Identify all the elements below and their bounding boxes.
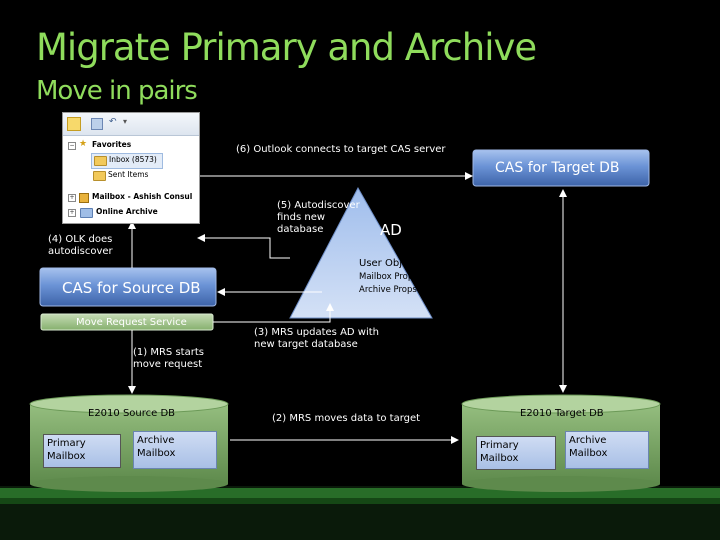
source-db-title: E2010 Source DB [88,408,176,419]
expand-icon[interactable]: + [68,194,76,202]
cas-source-box [39,267,217,307]
target-db-title: E2010 Target DB [520,408,604,419]
folder-favorites[interactable]: − ★ Favorites [68,139,132,150]
target-primary-mailbox: Primary Mailbox [476,436,556,470]
move-request-service-label: Move Request Service [76,317,187,328]
footer-stripe [0,488,720,498]
mailbox-props-label: Mailbox Props [359,272,418,282]
folder-icon [94,156,107,166]
folder-icon [93,171,106,181]
star-icon: ★ [79,139,88,149]
step1-label: (1) MRS starts move request [133,347,204,370]
arrow-step3 [213,303,334,323]
ad-label: AD [380,221,402,239]
slide-subtitle: Move in pairs [36,76,198,106]
step3-label: (3) MRS updates AD with new target datab… [254,327,380,350]
slide-title: Migrate Primary and Archive [36,26,537,69]
source-primary-mailbox: Primary Mailbox [43,434,121,468]
target-archive-mailbox: Archive Mailbox [565,431,649,469]
ad-triangle [289,186,433,319]
step5-label: (5) Autodiscover finds new database [277,200,360,235]
arrow-step5 [197,234,290,259]
collapse-icon[interactable]: − [68,142,76,150]
chevron-down-icon[interactable]: ▾ [123,117,128,126]
mailbox-icon [79,193,89,203]
cas-target-label: CAS for Target DB [495,160,620,176]
folder-list-icon[interactable] [91,118,103,130]
folder-sent-items[interactable]: Sent Items [91,169,181,183]
user-object-label: User Object [359,258,418,269]
cas-target-box [472,149,650,187]
outlook-folder-pane: ↶ ▾ − ★ Favorites Inbox (8573) Sent Item… [62,112,200,224]
archive-folder-icon [80,208,93,218]
cas-source-label: CAS for Source DB [62,279,201,297]
folder-mailbox[interactable]: + Mailbox - Ashish Consul [68,192,193,203]
source-archive-mailbox: Archive Mailbox [133,431,217,469]
archive-props-label: Archive Props [359,285,417,295]
folder-inbox[interactable]: Inbox (8573) [91,153,163,169]
undo-icon[interactable]: ↶ [109,117,117,127]
step2-label: (2) MRS moves data to target [272,413,421,424]
outlook-toolbar: ↶ ▾ [63,113,199,136]
step6-label: (6) Outlook connects to target CAS serve… [236,144,446,155]
envelope-icon[interactable] [67,117,81,131]
folder-online-archive[interactable]: + Online Archive [68,207,158,218]
step4-label: (4) OLK does autodiscover [48,234,113,257]
expand-icon[interactable]: + [68,209,76,217]
